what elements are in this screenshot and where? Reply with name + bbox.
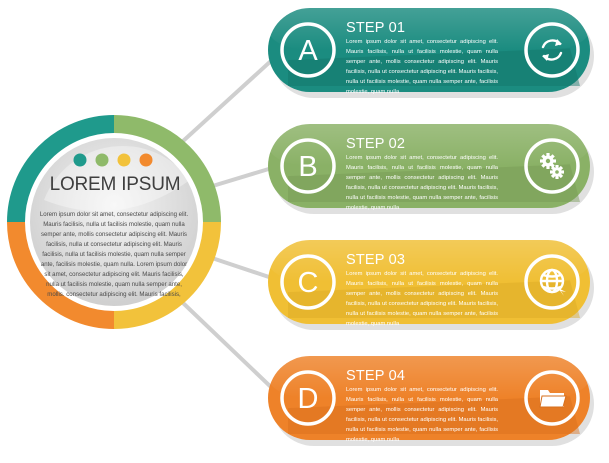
step-shine <box>268 240 590 282</box>
step-title: STEP 02 <box>346 136 406 152</box>
connector-b <box>204 166 274 190</box>
step-body: Lorem ipsum dolor sit amet, consectetur … <box>346 155 498 211</box>
step-letter: C <box>298 267 319 299</box>
hub-inner <box>30 138 198 306</box>
hub-ring-orange <box>7 221 115 329</box>
step-letter-badge: D <box>280 370 336 426</box>
step-letter-badge: A <box>280 22 336 78</box>
connector-lines <box>180 58 274 390</box>
step-band <box>288 280 580 318</box>
step-list: A B C D <box>268 8 594 446</box>
connector-d <box>180 300 274 390</box>
hub-ring <box>7 115 221 329</box>
step-body: Lorem ipsum dolor sit amet, consectetur … <box>346 271 498 327</box>
hub-dot <box>73 153 87 167</box>
globe-icon <box>539 268 566 296</box>
step-title: STEP 03 <box>346 252 406 268</box>
refresh-icon <box>541 39 563 61</box>
hub-dot <box>117 153 131 167</box>
hub-body: Lorem ipsum dolor sit amet, consectetur … <box>39 211 189 298</box>
step-card-d: D <box>268 356 594 446</box>
step-shine <box>268 8 590 50</box>
step-card-a: A <box>268 8 594 98</box>
hub-ring-teal <box>7 115 115 223</box>
step-letter: B <box>298 151 317 183</box>
connector-a <box>180 58 274 144</box>
step-band <box>288 48 580 86</box>
step-shine <box>268 356 590 398</box>
step-title: STEP 01 <box>346 20 406 36</box>
step-icon-badge <box>524 22 580 78</box>
step-letter-badge: C <box>280 254 336 310</box>
step-letter: D <box>298 383 319 415</box>
hub-ring-green <box>113 115 221 223</box>
gears-icon <box>540 153 564 179</box>
connector-c <box>204 254 274 280</box>
step-icon-badge <box>524 254 580 310</box>
step-body: Lorem ipsum dolor sit amet, consectetur … <box>346 387 498 443</box>
step-card-b: B <box>268 124 594 214</box>
step-letter: A <box>298 35 318 67</box>
step-icon-badge <box>524 370 580 426</box>
hub-dot <box>139 153 153 167</box>
hub-dots <box>73 153 153 167</box>
step-icon-badge <box>524 138 580 194</box>
step-letter-badge: B <box>280 138 336 194</box>
step-card-c: C <box>268 240 594 330</box>
hub-title: LOREM IPSUM <box>49 174 181 195</box>
step-title: STEP 04 <box>346 368 406 384</box>
hub-dot <box>95 153 109 167</box>
step-body: Lorem ipsum dolor sit amet, consectetur … <box>346 39 498 95</box>
step-band <box>288 164 580 202</box>
step-band <box>288 396 580 434</box>
hub-ring-yellow <box>113 221 221 329</box>
folder-icon <box>539 390 567 408</box>
step-shine <box>268 124 590 166</box>
